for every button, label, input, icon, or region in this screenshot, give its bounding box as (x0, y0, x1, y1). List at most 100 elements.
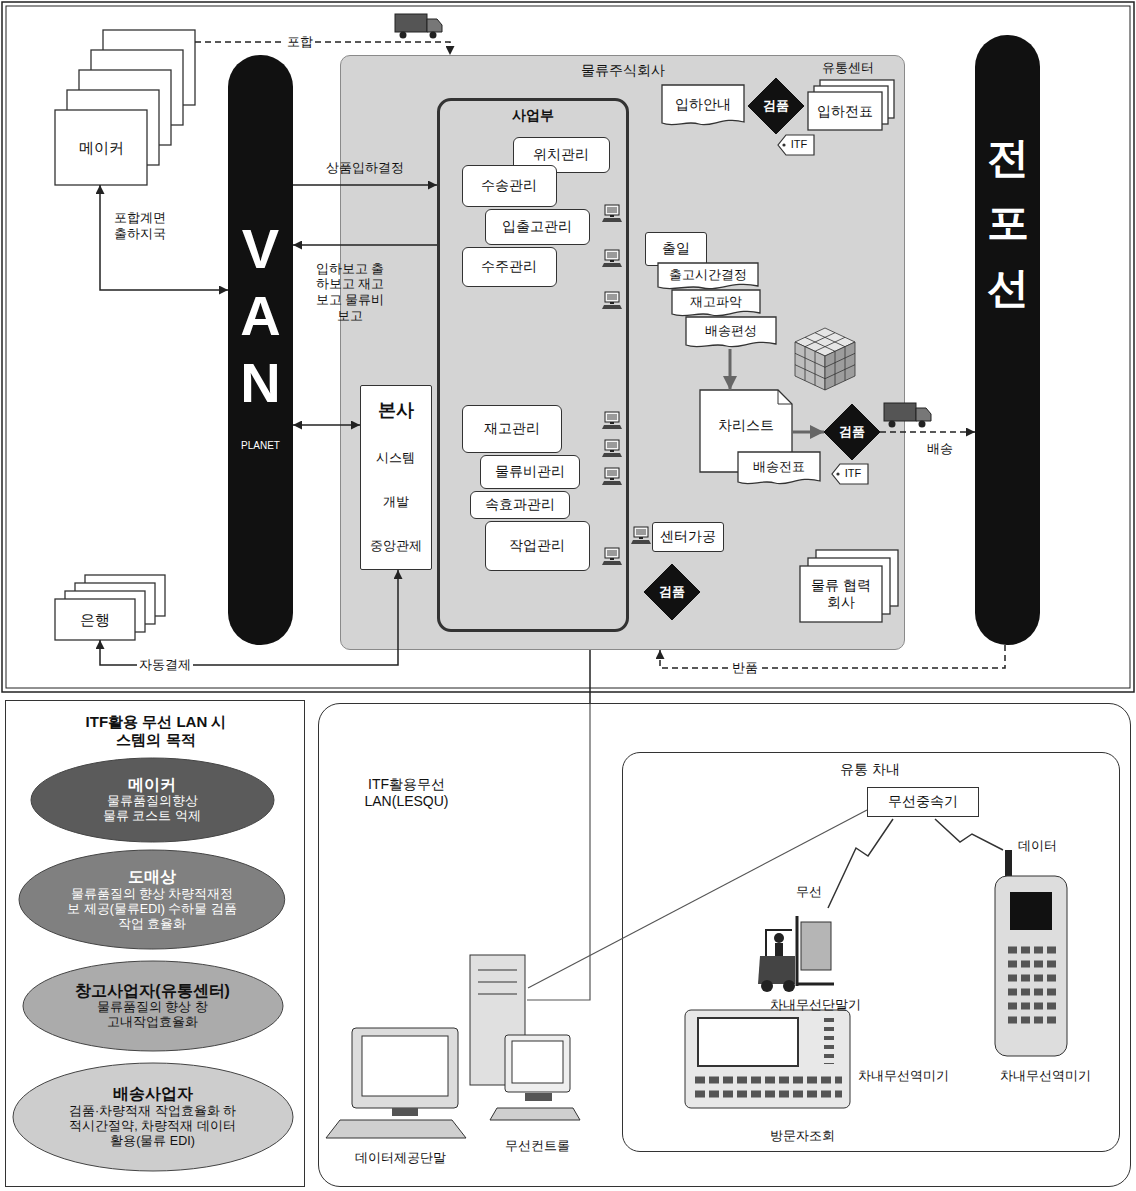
text-area: 속효과관리 (471, 492, 568, 517)
tag-hole (836, 472, 839, 475)
edge-label: 포합계면 출하지국 (110, 210, 170, 241)
process-box: 센터가공 (652, 522, 724, 552)
node-text: 재고관리 (484, 420, 540, 437)
document-shape: 재고파악 (672, 290, 760, 318)
text-area: ITF (784, 135, 814, 155)
edge-label: 입하보고 출하보고 재고보고 물류비보고 (314, 261, 386, 323)
text-area: 물류비관리 (481, 456, 578, 487)
handheld-scanner-icon-part (1010, 892, 1052, 930)
node-text: 본사 (378, 400, 414, 422)
ellipse-outline (13, 1063, 293, 1171)
cube-icon-part (795, 342, 825, 390)
annotation-slot: 무선 (796, 884, 822, 900)
network-cable-part (528, 810, 867, 988)
node-text: 출일 (662, 240, 690, 257)
bank-stack-outline (55, 575, 165, 640)
text-slot: 물류주식회사 (341, 62, 904, 79)
document-outline (658, 263, 758, 289)
text-area: 배송사업자검품·차량적재 작업효율화 하적시간절약, 차량적재 데이터활용(물류… (12, 1062, 294, 1172)
diamond-outline (824, 404, 880, 460)
node-text: 위치관리 (533, 146, 589, 163)
text-area: 수송관리 (463, 166, 555, 205)
terminal-icons-part (602, 250, 622, 267)
company-region: 물류주식회사사업부위치관리수송관리입출고관리수주관리재고관리물류비관리속효과관리… (340, 55, 905, 650)
handheld-scanner-icon (995, 850, 1067, 1056)
network-cable (527, 704, 867, 1000)
node-text: ITF (845, 467, 862, 480)
forklift-icon-part (758, 956, 795, 984)
node-text: ITF (791, 138, 808, 151)
text-slot: ITF활용 무선 LAN 시스템의 목적 (81, 713, 231, 749)
cube-icon-part (825, 342, 855, 390)
node-text: PLANET (228, 440, 293, 452)
node-text: 유통 차내 (623, 761, 1118, 778)
terminal-icons-part (602, 440, 622, 457)
node-text: 입하전표 (817, 103, 873, 120)
forklift-icon-part (801, 922, 831, 970)
node-text: 배송사업자 (113, 1084, 193, 1103)
wireless-controller-computer-icon-part (478, 994, 517, 995)
text-slot: ITF활용무선 LAN(LESQU) (339, 776, 474, 810)
text-area: 검품 (644, 564, 700, 620)
cube-icon-part (815, 333, 845, 347)
process-box: 수주관리 (462, 247, 557, 287)
handheld-scanner-icon-part (1008, 989, 1056, 996)
page-outline (800, 566, 882, 622)
node-text: 은행 (80, 611, 110, 629)
connector (792, 431, 824, 434)
tag-outline (832, 464, 868, 484)
node-text: 입하안내 (675, 96, 731, 113)
text-area: 출고시간결정 (658, 263, 758, 287)
node-text: 물류품질의 향상 차량적재정보 제공(물류EDI) 수하물 검품 작업 효율화 (64, 887, 239, 932)
node-text: 배송전표 (753, 459, 805, 475)
cube-icon-part (825, 365, 855, 379)
van-band: VAN PLANET (228, 55, 293, 645)
itf-tag: ITF (778, 135, 814, 155)
node-text: 전포선 (987, 125, 1029, 320)
process-box: 출일 (645, 232, 707, 266)
edge-label-patch: 자동결제 (137, 657, 193, 673)
data-terminal-computer-icon-part (362, 1036, 448, 1096)
node-text: 재고파악 (690, 294, 742, 310)
document-stack: 입하전표 (808, 80, 894, 130)
text-slot: 전포선 (975, 125, 1040, 320)
node-text: 작업관리 (509, 537, 565, 554)
cube-icon-part (815, 351, 816, 385)
text-area: 입하안내 (662, 85, 744, 123)
text-area: 창고사업자(유통센터)물류품질의 향상 창고내작업효율화 (22, 960, 284, 1052)
annotation-label: 차내무선단말기 (770, 997, 861, 1013)
cube-icon-part (845, 347, 846, 381)
text-area: 메이커물류품질의향상 물류 코스트 억제 (30, 757, 275, 843)
connector (100, 185, 228, 290)
truck-icon-part (919, 421, 926, 428)
edge-label: 포합 (287, 34, 313, 50)
wireless-controller-computer-icon-part (478, 982, 517, 983)
node-text: VAN (233, 215, 289, 417)
handheld-scanner-icon-part (1008, 1017, 1056, 1024)
annotation-slot: 차내무선역미기 (858, 1068, 949, 1084)
text-area: 도매상물류품질의 향상 차량적재정보 제공(물류EDI) 수하물 검품 작업 효… (18, 849, 286, 950)
vehicle-terminal-icon-part (695, 1091, 842, 1098)
cube-icon-part (795, 365, 825, 379)
cube-icon-part (815, 337, 845, 351)
terminal-icons-part (602, 412, 622, 429)
handheld-scanner-icon-part (1008, 975, 1056, 982)
document-outline (738, 452, 820, 484)
wireless-lan-panel: ITF활용무선 LAN(LESQU)유통 차내무선중속기 (318, 703, 1131, 1187)
vehicle-terminal-icon-part (824, 1018, 834, 1064)
cube-icon-part (805, 333, 835, 347)
forklift-icon-part (796, 916, 799, 986)
purpose-ellipse: 창고사업자(유통센터)물류품질의 향상 창고내작업효율화 (22, 960, 284, 1052)
text-area: 입하전표 (808, 92, 882, 130)
terminal-icons (602, 205, 651, 565)
handheld-scanner-icon-part (1008, 961, 1056, 968)
text-area: 배송편성 (686, 317, 776, 345)
document-outline (686, 317, 776, 347)
text-slot: PLANET (228, 440, 293, 452)
text-slot: VAN (228, 215, 293, 417)
document-outline (672, 290, 760, 316)
connector (589, 650, 591, 703)
annotation-label: 무선컨트롤 (505, 1138, 570, 1154)
text-slot: 사업부 (440, 107, 626, 124)
terminal-icons-part (631, 527, 651, 544)
